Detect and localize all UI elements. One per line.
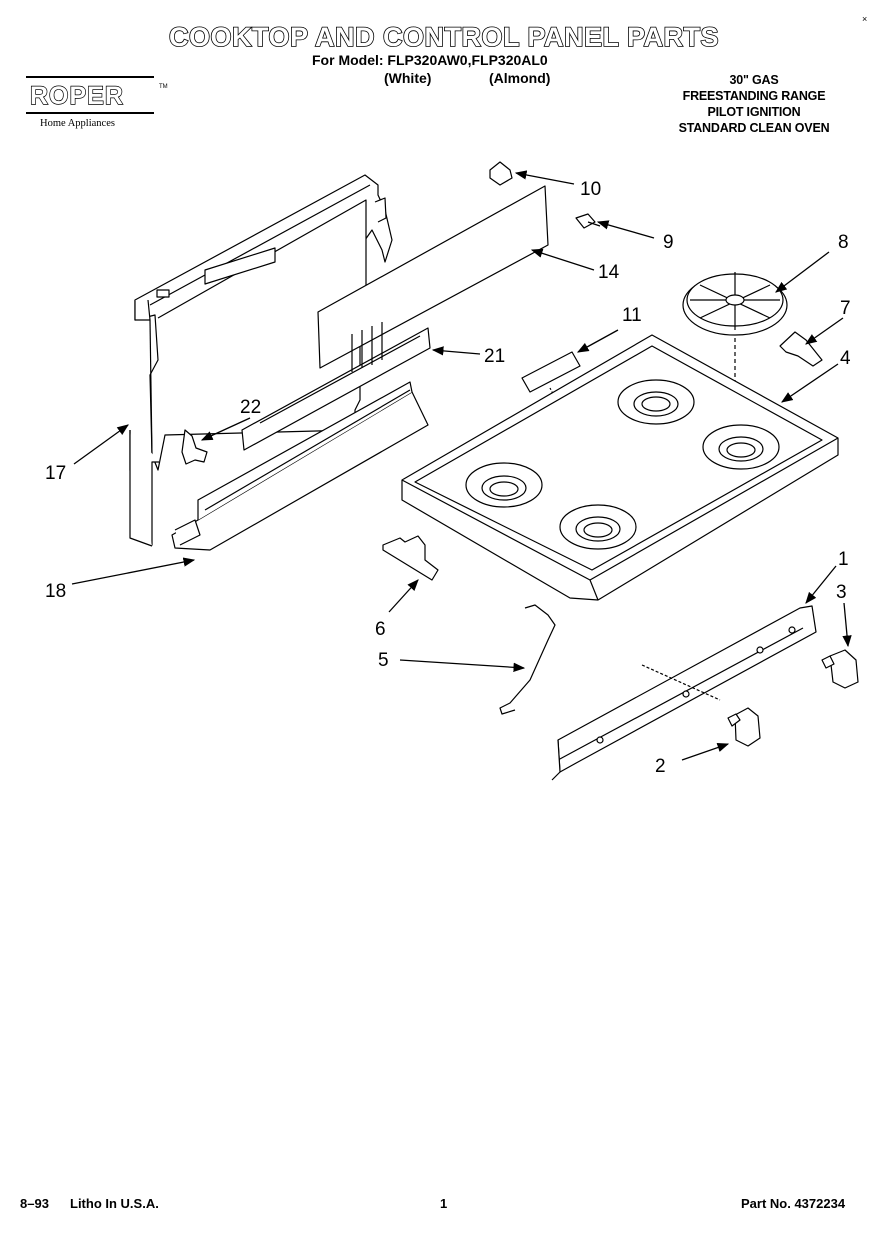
callout-4: 4 [840,348,851,369]
callout-6: 6 [375,619,386,640]
leader-3 [842,602,852,648]
callout-7: 7 [840,298,851,319]
burner-valve-front [727,707,761,747]
callout-21: 21 [484,346,505,367]
leader-17 [73,424,129,465]
callout-9: 9 [663,232,674,253]
control-manifold [551,605,817,781]
callout-11: 11 [622,305,642,326]
page-title: COOKTOP AND CONTROL PANEL PARTS [168,21,720,53]
spec-line-3: PILOT IGNITION [707,105,801,119]
cooktop [401,334,839,601]
callout-18: 18 [45,581,66,602]
pilot-bracket [779,331,823,367]
callout-22: 22 [240,397,261,418]
leader-1 [805,565,837,604]
leader-5 [399,659,526,672]
logo-wordmark: ROPER [29,81,124,110]
logo-tagline: Home Appliances [40,118,115,129]
manifold-panel [171,381,429,551]
logo-trademark: TM [159,84,168,90]
variant-almond: (Almond) [489,70,551,86]
callout-1: 1 [838,549,849,570]
burner-grate [682,272,788,336]
callout-8: 8 [838,232,849,253]
panel-clip [181,429,208,465]
callout-14: 14 [598,262,620,283]
spring-nut [489,161,513,186]
callout-17: 17 [45,463,66,484]
leader-18 [71,557,196,585]
spec-line-2: FREESTANDING RANGE [682,89,826,103]
roper-logo: ROPER TM Home Appliances [26,74,168,130]
pilot-tube [521,351,581,393]
panel-bracket [241,322,431,451]
model-line: For Model: FLP320AW0,FLP320AL0 [312,52,548,68]
leader-14 [530,248,595,271]
leader-10 [514,170,575,185]
callout-5: 5 [378,650,389,671]
litho-note: Litho In U.S.A. [70,1196,159,1211]
leader-21 [431,346,481,356]
variant-white: (White) [384,70,432,86]
graphic-panel [317,185,549,369]
leader-22 [200,417,251,441]
screw [575,213,601,229]
print-date: 8–93 [20,1196,49,1211]
logo-rule-top [26,76,154,78]
callout-2: 2 [655,756,666,777]
leader-11 [576,329,619,353]
leader-8 [775,251,830,293]
corner-mark: × [862,14,868,24]
burner-valve-rear [821,649,859,689]
part-number: Part No. 4372234 [741,1196,846,1211]
logo-rule-bottom [26,112,154,114]
leader-4 [781,363,839,403]
spec-line-1: 30" GAS [729,73,779,87]
callout-10: 10 [580,179,601,200]
page-number: 1 [440,1196,448,1211]
cooktop-support-rod [499,604,556,715]
leader-6 [388,579,419,613]
callout-3: 3 [836,582,847,603]
leader-9 [596,220,655,239]
leader-2 [681,743,730,761]
cooktop-hinge [382,535,439,581]
spec-line-4: STANDARD CLEAN OVEN [678,121,830,135]
leader-7 [805,317,844,345]
